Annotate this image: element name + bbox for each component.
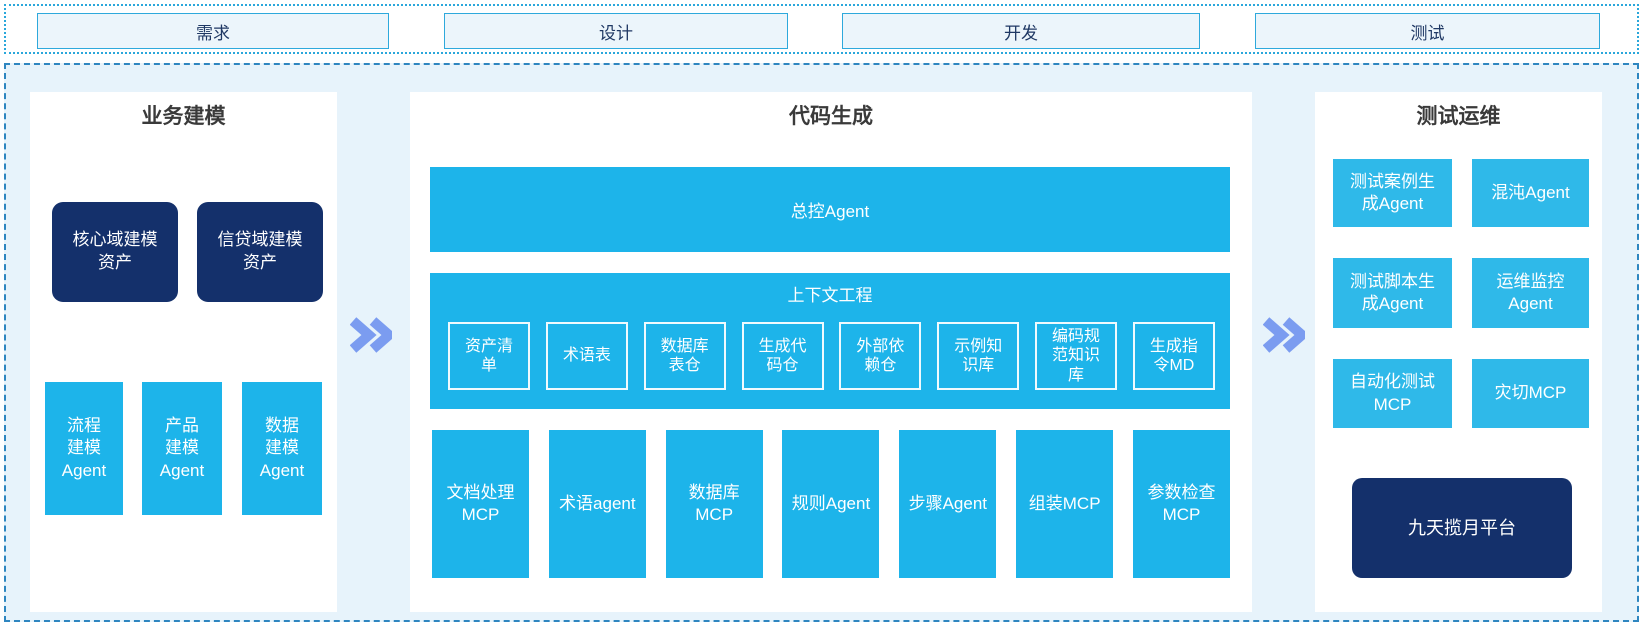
context-engineering-title: 上下文工程 [787,286,873,305]
tool-box-terminology-agent: 术语agent [548,430,646,578]
master-agent-bar: 总控Agent [430,167,1230,252]
context-item-coding-std-kb: 编码规 范知识 库 [1035,322,1118,390]
context-item-example-kb: 示例知 识库 [937,322,1020,390]
agent-box-product-modeling: 产品 建模 Agent [142,382,222,515]
phase-box-development: 开发 [842,13,1200,49]
code-generation-title: 代码生成 [789,105,873,128]
tool-box-rule-agent: 规则Agent [782,430,880,578]
testops-box-test-script-gen-agent: 测试脚本生 成Agent [1333,258,1452,328]
testops-box-ops-monitor-agent: 运维监控 Agent [1472,258,1589,328]
testops-box-disaster-switch-mcp: 灾切MCP [1472,359,1589,428]
panel-code-generation: 代码生成 总控Agent 上下文工程 资产清 单 术语表 数据库 表仓 生成代 … [410,92,1252,612]
context-item-gen-code-repo: 生成代 码仓 [741,322,824,390]
context-engineering-group: 上下文工程 资产清 单 术语表 数据库 表仓 生成代 码仓 外部依 赖仓 示例知… [430,273,1230,409]
context-item-glossary: 术语表 [545,322,628,390]
panel-test-operations: 测试运维 测试案例生 成Agent 混沌Agent 测试脚本生 成Agent 运… [1315,92,1602,612]
tool-box-doc-processing-mcp: 文档处理 MCP [432,430,529,578]
context-item-gen-instruction: 生成指 令MD [1132,322,1215,390]
testops-box-chaos-agent: 混沌Agent [1472,159,1589,227]
tool-box-step-agent: 步骤Agent [899,430,997,578]
asset-box-credit-domain: 信贷域建模 资产 [197,202,323,302]
phase-box-requirements: 需求 [37,13,389,49]
context-engineering-items: 资产清 单 术语表 数据库 表仓 生成代 码仓 外部依 赖仓 示例知 识库 编码… [448,322,1215,390]
tool-box-assembly-mcp: 组装MCP [1016,430,1114,578]
flow-chevron-icon [350,317,392,353]
testops-box-auto-test-mcp: 自动化测试 MCP [1333,359,1452,428]
platform-box-jiutian-lanyue: 九天揽月平台 [1352,478,1572,578]
agent-box-data-modeling: 数据 建模 Agent [242,382,322,515]
tool-box-param-check-mcp: 参数检查 MCP [1132,430,1230,578]
tool-box-database-mcp: 数据库 MCP [665,430,763,578]
phase-box-design: 设计 [444,13,788,49]
flow-chevron-icon [1263,317,1305,353]
asset-box-core-domain: 核心域建模 资产 [52,202,178,302]
business-modeling-title: 业务建模 [141,105,226,128]
testops-box-test-case-gen-agent: 测试案例生 成Agent [1333,159,1452,227]
context-item-db-table-repo: 数据库 表仓 [643,322,726,390]
panel-business-modeling: 业务建模 核心域建模 资产 信贷域建模 资产 流程 建模 Agent 产品 建模… [30,92,337,612]
context-item-ext-dep-repo: 外部依 赖仓 [839,322,922,390]
phase-box-testing: 测试 [1255,13,1600,49]
test-operations-title: 测试运维 [1416,105,1501,128]
agent-box-process-modeling: 流程 建模 Agent [45,382,123,515]
phase-strip: 需求 设计 开发 测试 [4,4,1639,54]
context-item-asset-list: 资产清 单 [448,322,530,390]
codegen-tools-row: 文档处理 MCP 术语agent 数据库 MCP 规则Agent 步骤Agent… [432,430,1230,578]
